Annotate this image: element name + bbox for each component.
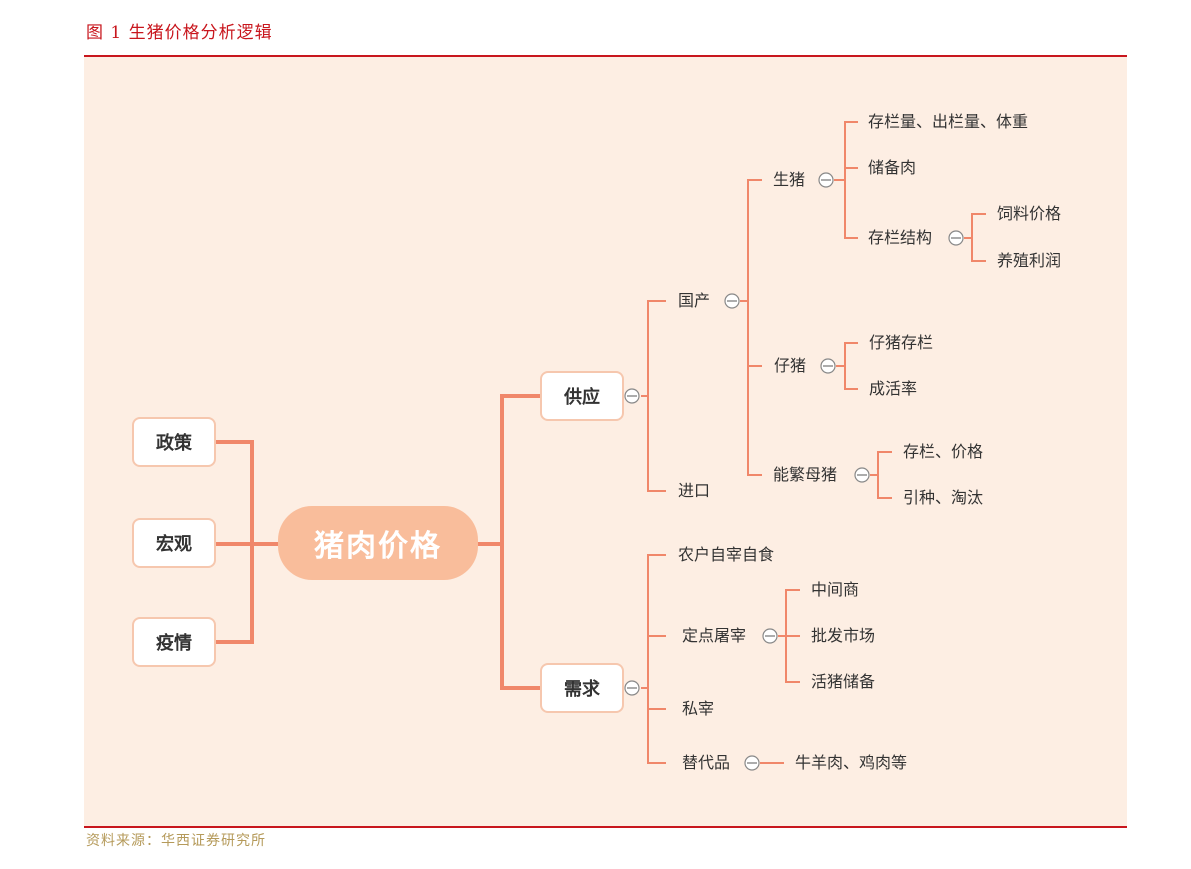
supply-node: 供应 (540, 371, 624, 421)
middleman-leaf: 中间商 (811, 580, 860, 599)
figure-title: 图 1 生猪价格分析逻辑 (86, 23, 273, 43)
stock-structure-node: 存栏结构 (868, 228, 933, 247)
factor-macro: 宏观 (132, 518, 216, 568)
breeding-profit-leaf: 养殖利润 (997, 251, 1062, 270)
live-pig-node: 生猪 (773, 170, 806, 189)
demand-node: 需求 (540, 663, 624, 713)
wholesale-market-leaf: 批发市场 (811, 626, 876, 645)
piglet-node: 仔猪 (774, 356, 807, 375)
substitute-items-leaf: 牛羊肉、鸡肉等 (795, 753, 908, 772)
factor-policy: 政策 (132, 417, 216, 467)
top-rule (84, 55, 1127, 57)
sow-stock-price-leaf: 存栏、价格 (903, 442, 984, 461)
reserve-meat-leaf: 储备肉 (868, 158, 917, 177)
live-pig-stock-leaf: 存栏量、出栏量、体重 (868, 112, 1029, 131)
factor-epidemic: 疫情 (132, 617, 216, 667)
feed-price-leaf: 饲料价格 (997, 204, 1062, 223)
live-pig-reserve-leaf: 活猪储备 (811, 672, 876, 691)
figure-source: 资料来源：华西证券研究所 (86, 833, 266, 849)
domestic-node: 国产 (678, 291, 711, 310)
collapse-icons (624, 172, 964, 771)
designated-slaughter-node: 定点屠宰 (682, 626, 747, 645)
farmer-self-slaughter-leaf: 农户自宰自食 (678, 545, 775, 564)
import-node: 进口 (678, 481, 711, 500)
sow-intro-cull-leaf: 引种、淘汰 (903, 488, 984, 507)
piglet-stock-leaf: 仔猪存栏 (869, 333, 934, 352)
survival-rate-leaf: 成活率 (869, 379, 918, 398)
sow-node: 能繁母猪 (773, 465, 838, 484)
substitute-node: 替代品 (682, 753, 731, 772)
bottom-rule (84, 826, 1127, 828)
central-topic: 猪肉价格 (278, 506, 478, 580)
private-slaughter-leaf: 私宰 (682, 699, 715, 718)
